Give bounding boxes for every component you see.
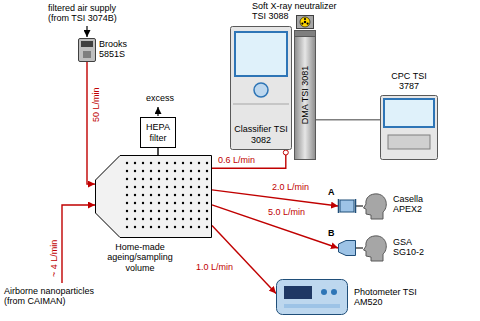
node-label: Soft X-ray neutralizer TSI 3088 [252,1,350,22]
inlet-port [283,150,288,155]
supply-arrow [86,26,87,37]
device-shape [95,155,212,238]
node-label: Photometer TSI AM520 [354,287,426,308]
node-label: Brooks 5851S [99,39,141,60]
flow-line [212,150,286,168]
flow-line [87,62,95,184]
device-shape [338,199,356,213]
device-shape [363,234,389,262]
device-shape [363,192,389,220]
text-holder: Classifier TSI 3082 [230,124,292,145]
device-shape [78,38,96,62]
node-label: CPC TSI 3787 [389,71,429,92]
flow-line [212,226,276,294]
node-label: GSA SG10-2 [393,237,435,258]
ageing-volume: Home-made ageing/sampling volume [95,155,212,238]
flow-line [356,205,363,206]
flow-line [212,205,338,248]
text-holder: GSA SG10-2 [393,237,435,258]
node-label: A [328,187,335,197]
text-holder: CPC TSI 3787 [389,71,429,92]
excess-arrow [157,107,158,116]
node-label: DMA TSI 3081 [300,66,310,124]
hepa-filter-box: HEPA filter [140,117,176,148]
node-label: Home-made ageing/sampling volume [101,242,179,273]
text-holder: DMA TSI 3081 [300,66,310,124]
device-shape [276,279,348,315]
sampling-pump-head: Casella APEX2 [363,192,389,220]
node-label: Casella APEX2 [393,194,435,215]
note-label: filtered air supply (from TSI 3074B) [48,3,138,24]
text-holder: B [328,228,335,238]
text-holder: A [328,187,335,197]
device-shape [296,15,314,29]
node-label: HEPA filter [140,122,176,143]
flow-line [212,190,338,206]
flow-rate: 2.0 L/min [272,182,309,192]
classifier-unit: Classifier TSI 3082 [230,26,292,150]
mass-flow-controller: Brooks 5851S [78,38,96,62]
flow-line [356,247,363,248]
note-label: excess [146,93,174,103]
xray-neutralizer: Soft X-ray neutralizer TSI 3088 [296,15,314,29]
cyclone-sampler: B [338,240,356,256]
text-holder: Casella APEX2 [393,194,435,215]
device-shape [380,95,438,160]
flow-line [157,148,158,155]
device-shape [338,240,356,256]
flow-rate: 50 L/min [91,87,101,122]
text-holder: Photometer TSI AM520 [354,287,426,308]
flow-rate: 5.0 L/min [268,207,305,217]
filter-cassette: A [338,199,356,213]
inlet-line [62,205,95,283]
flow-rate: 1.0 L/min [196,262,233,272]
cpc-unit: CPC TSI 3787 [380,95,438,160]
dma-column: DMA TSI 3081 [294,30,316,160]
text-holder: Home-made ageing/sampling volume [101,242,179,273]
text-holder: Brooks 5851S [99,39,141,60]
flow-rate: 0.6 L/min [218,155,255,165]
note-label: ~ 4 L/min [49,240,59,277]
node-label: Classifier TSI 3082 [230,124,292,145]
note-label: Airborne nanoparticles (from CAIMAN) [4,286,108,307]
flow-line [316,119,380,120]
photometer-unit: Photometer TSI AM520 [276,279,348,315]
text-holder: Soft X-ray neutralizer TSI 3088 [252,1,350,22]
sampling-pump-head: GSA SG10-2 [363,234,389,262]
node-label: B [328,228,335,238]
